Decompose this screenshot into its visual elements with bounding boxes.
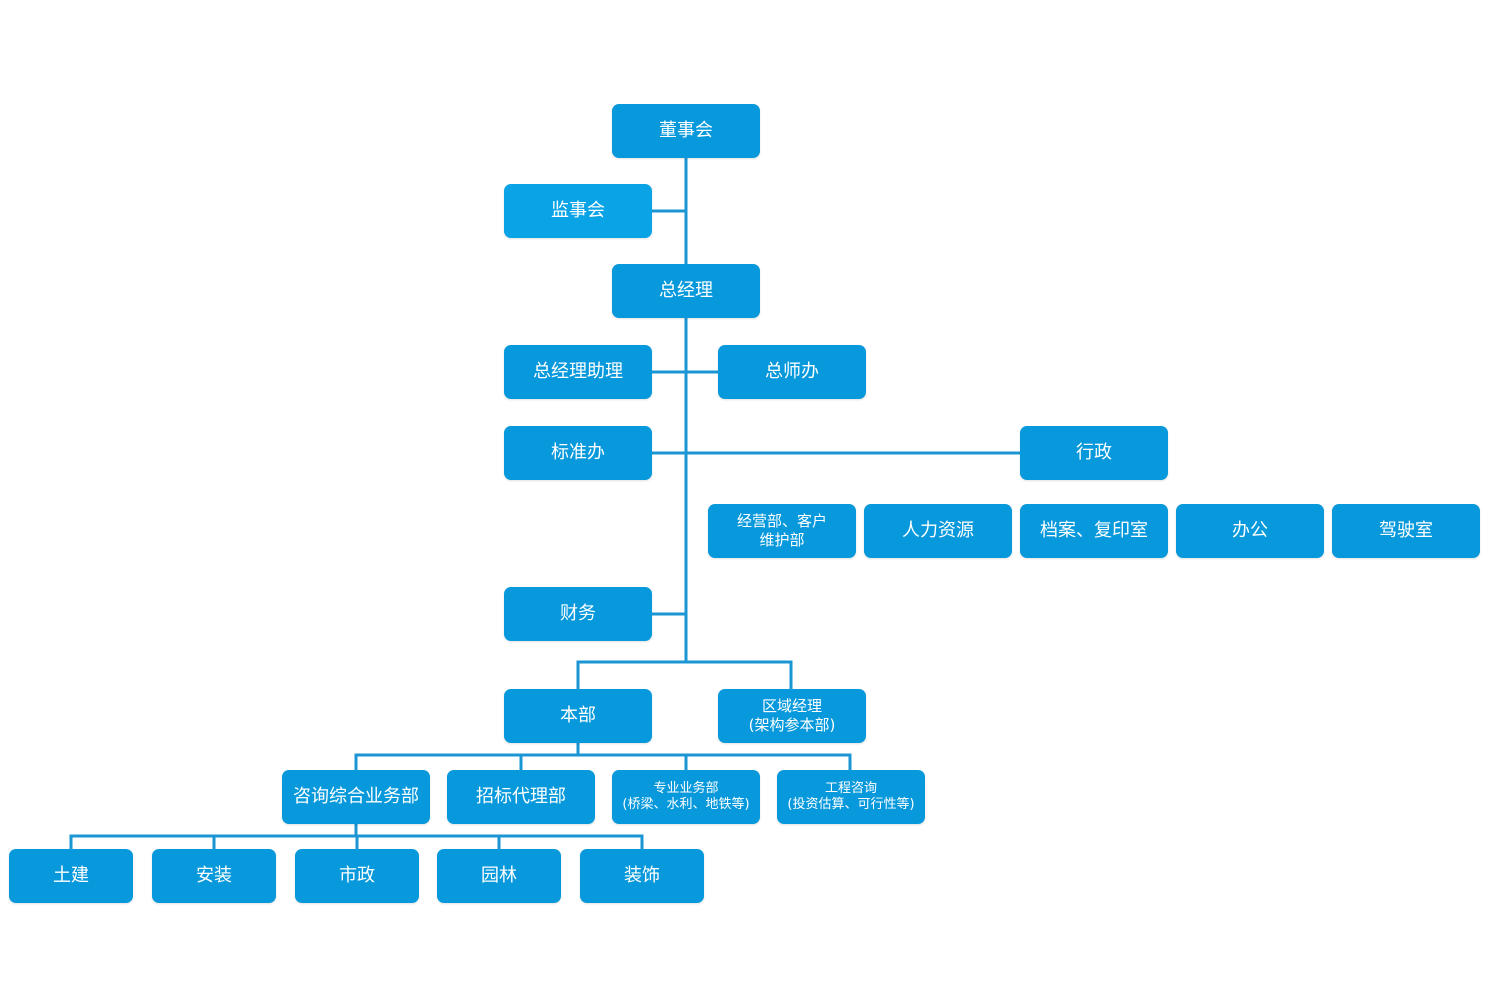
node-drivers-room[interactable]: 驾驶室 xyxy=(1332,504,1480,558)
node-board[interactable]: 董事会 xyxy=(612,104,760,158)
node-municipal[interactable]: 市政 xyxy=(295,849,419,903)
node-engineering-consulting[interactable]: 工程咨询 (投资估算、可行性等) xyxy=(777,770,925,824)
node-standards-office[interactable]: 标准办 xyxy=(504,426,652,480)
node-general-manager[interactable]: 总经理 xyxy=(612,264,760,318)
node-regional-manager[interactable]: 区域经理 (架构参本部) xyxy=(718,689,866,743)
node-landscape[interactable]: 园林 xyxy=(437,849,561,903)
node-supervisors[interactable]: 监事会 xyxy=(504,184,652,238)
node-bidding-agency[interactable]: 招标代理部 xyxy=(447,770,595,824)
node-headquarters[interactable]: 本部 xyxy=(504,689,652,743)
node-office[interactable]: 办公 xyxy=(1176,504,1324,558)
node-civil[interactable]: 土建 xyxy=(9,849,133,903)
node-decoration[interactable]: 装饰 xyxy=(580,849,704,903)
node-administration[interactable]: 行政 xyxy=(1020,426,1168,480)
node-specialty-business[interactable]: 专业业务部 (桥梁、水利、地铁等) xyxy=(612,770,760,824)
node-consulting-general[interactable]: 咨询综合业务部 xyxy=(282,770,430,824)
node-human-resources[interactable]: 人力资源 xyxy=(864,504,1012,558)
node-business-client[interactable]: 经营部、客户 维护部 xyxy=(708,504,856,558)
node-gm-assistant[interactable]: 总经理助理 xyxy=(504,345,652,399)
node-archives-copy[interactable]: 档案、复印室 xyxy=(1020,504,1168,558)
node-finance[interactable]: 财务 xyxy=(504,587,652,641)
node-chief-engineer-office[interactable]: 总师办 xyxy=(718,345,866,399)
node-installation[interactable]: 安装 xyxy=(152,849,276,903)
